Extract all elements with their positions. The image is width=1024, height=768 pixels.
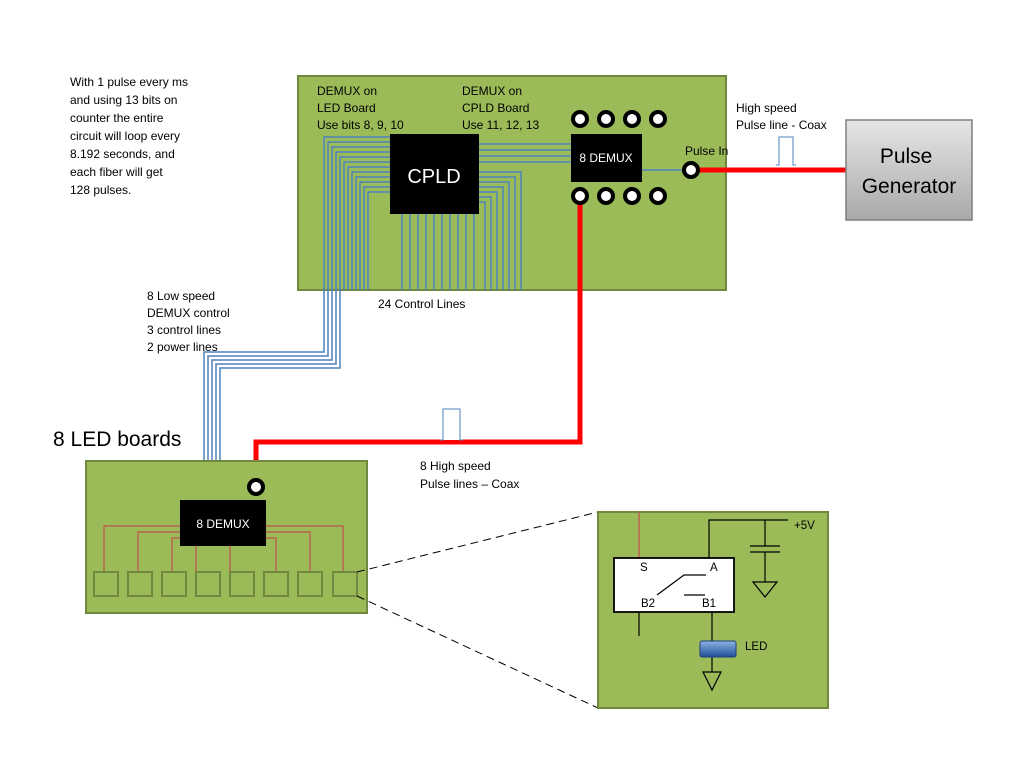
cpld-chip xyxy=(390,134,479,214)
switch-pin-b1: B1 xyxy=(702,598,716,610)
led-board-coax-connector xyxy=(247,478,265,496)
led-board-demux-chip xyxy=(180,500,266,546)
analog-switch xyxy=(613,557,735,613)
demux-led-board-label: DEMUX on LED Board Use bits 8, 9, 10 xyxy=(317,84,404,132)
coax-top-label: High speed Pulse line - Coax xyxy=(736,101,827,132)
detail-wiring xyxy=(638,519,788,692)
demux-cpld-board-label: DEMUX on CPLD Board Use 11, 12, 13 xyxy=(462,84,539,132)
zoom-lines xyxy=(356,511,599,709)
led-board-red-wires xyxy=(103,525,344,572)
led-board-demux-label: 8 DEMUX xyxy=(196,517,249,531)
demux-output-connector xyxy=(571,187,589,205)
supply-label: +5V xyxy=(794,520,815,532)
switch-symbol xyxy=(656,574,706,596)
connector-row-top xyxy=(571,110,667,128)
connector-row-bottom xyxy=(597,187,667,205)
pulse-in-label: Pulse In xyxy=(685,144,728,158)
led-pads xyxy=(93,571,358,597)
pulse-in-connector xyxy=(682,161,700,179)
led-boards-title: 8 LED boards xyxy=(53,428,181,451)
led-component xyxy=(699,640,737,658)
cpld-demux-label: 8 DEMUX xyxy=(579,151,632,165)
switch-pin-s: S xyxy=(640,562,648,574)
led-label: LED xyxy=(745,641,767,653)
low-speed-label: 8 Low speed DEMUX control 3 control line… xyxy=(147,289,233,354)
pulse-generator xyxy=(845,119,973,221)
pulse-symbol-bottom xyxy=(440,408,463,441)
control-lines-label: 24 Control Lines xyxy=(378,297,465,311)
control-bundle xyxy=(203,288,341,500)
cpld-demux-chip xyxy=(571,134,642,182)
switch-pin-b2: B2 xyxy=(641,598,655,610)
coax-bottom-label: 8 High speed Pulse lines – Coax xyxy=(420,459,519,491)
pulse-symbol-top xyxy=(776,136,796,166)
switch-pin-a: A xyxy=(710,562,718,574)
cpld-right-lines xyxy=(401,143,690,290)
note-text: With 1 pulse every ms and using 13 bits … xyxy=(70,75,191,197)
pulse-generator-label: Pulse Generator xyxy=(862,145,957,198)
cpld-left-lines xyxy=(323,136,390,290)
cpld-chip-label: CPLD xyxy=(407,166,460,188)
